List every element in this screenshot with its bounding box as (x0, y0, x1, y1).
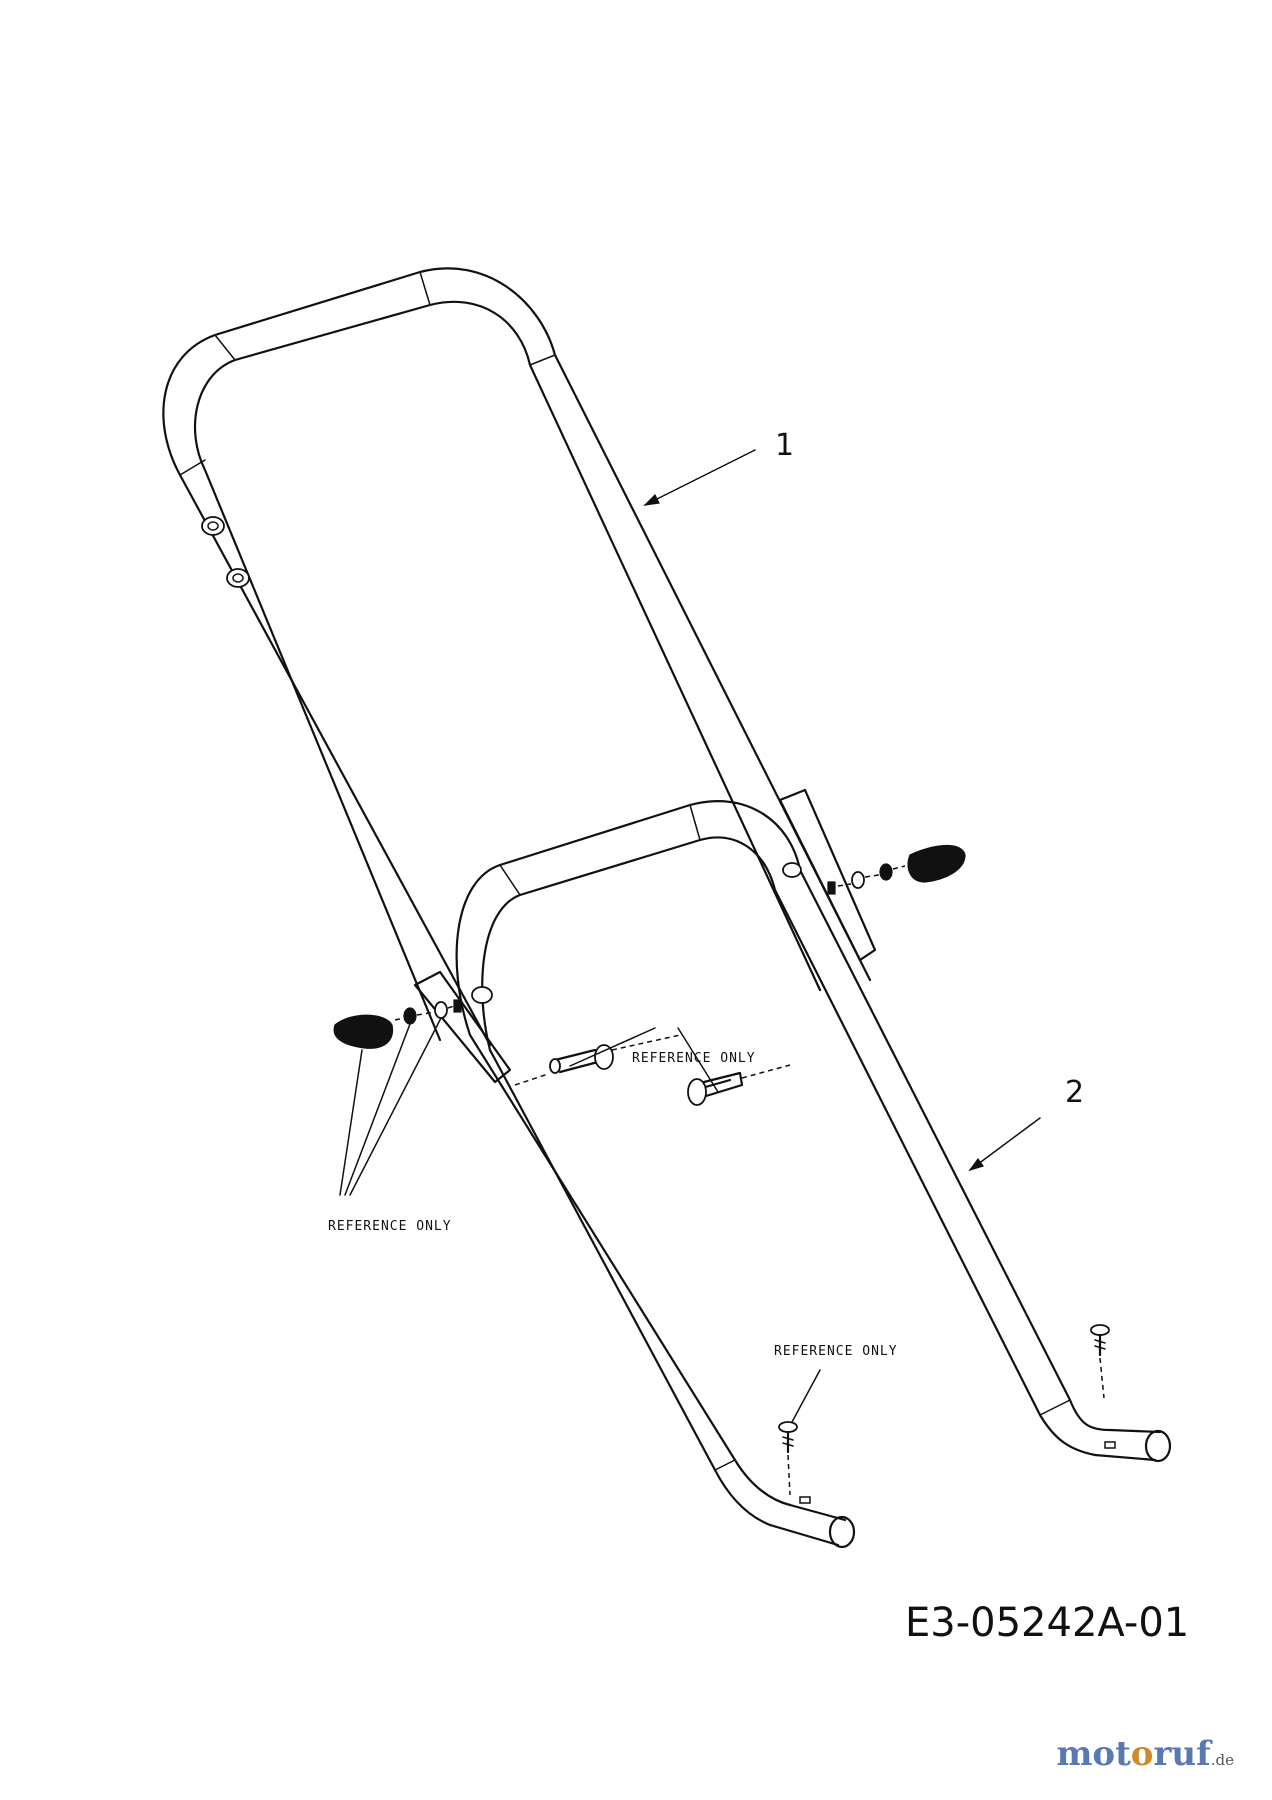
right-knob-assembly (827, 844, 966, 895)
carriage-bolt-right (687, 1071, 744, 1106)
handle-hole-lower (226, 568, 250, 588)
drawing-number: E3-05242A-01 (905, 1600, 1189, 1646)
watermark-part2: o (1130, 1734, 1154, 1774)
left-knob-assembly (333, 999, 462, 1049)
right-knob-icon (907, 844, 966, 883)
right-flat-washer-icon (851, 871, 865, 889)
screw-left (778, 1421, 798, 1496)
callout-2: 2 (1065, 1075, 1084, 1110)
ref-leader-screw (791, 1369, 821, 1423)
left-lock-washer-icon (403, 1007, 417, 1025)
reference-only-label-bolts: REFERENCE ONLY (632, 1051, 756, 1066)
ref-leader-knob (339, 1049, 363, 1196)
motoruf-watermark: motoruf.de (1056, 1734, 1234, 1774)
left-square-nut-icon (453, 999, 462, 1013)
ref-leader-flat-washer (349, 1017, 442, 1196)
ref-leader-bolt-left (569, 1027, 656, 1067)
carriage-bolt-left (549, 1044, 614, 1074)
left-knob-icon (333, 1014, 394, 1049)
upper-handle-right-bracket (778, 788, 877, 962)
watermark-part3: ruf (1153, 1734, 1211, 1774)
callout-2-leader (969, 1117, 1041, 1171)
callout-1: 1 (775, 428, 794, 463)
upper-handle (162, 267, 877, 1084)
right-square-nut-icon (827, 881, 836, 895)
ref-leader-lock-washer (344, 1023, 411, 1196)
watermark-tld: .de (1210, 1751, 1234, 1769)
handle-hole-upper (201, 516, 225, 536)
callout-1-leader (644, 449, 756, 506)
left-flat-washer-icon (434, 1001, 448, 1019)
watermark-part1: mot (1056, 1734, 1131, 1774)
lower-handle (455, 800, 1172, 1549)
upper-handle-left-bracket (413, 970, 512, 1084)
screw-right (1090, 1324, 1110, 1399)
reference-only-label-screw: REFERENCE ONLY (774, 1344, 898, 1359)
reference-only-label-knob: REFERENCE ONLY (328, 1219, 452, 1234)
right-lock-washer-icon (879, 863, 893, 881)
ref-leader-bolt-right (677, 1027, 719, 1093)
